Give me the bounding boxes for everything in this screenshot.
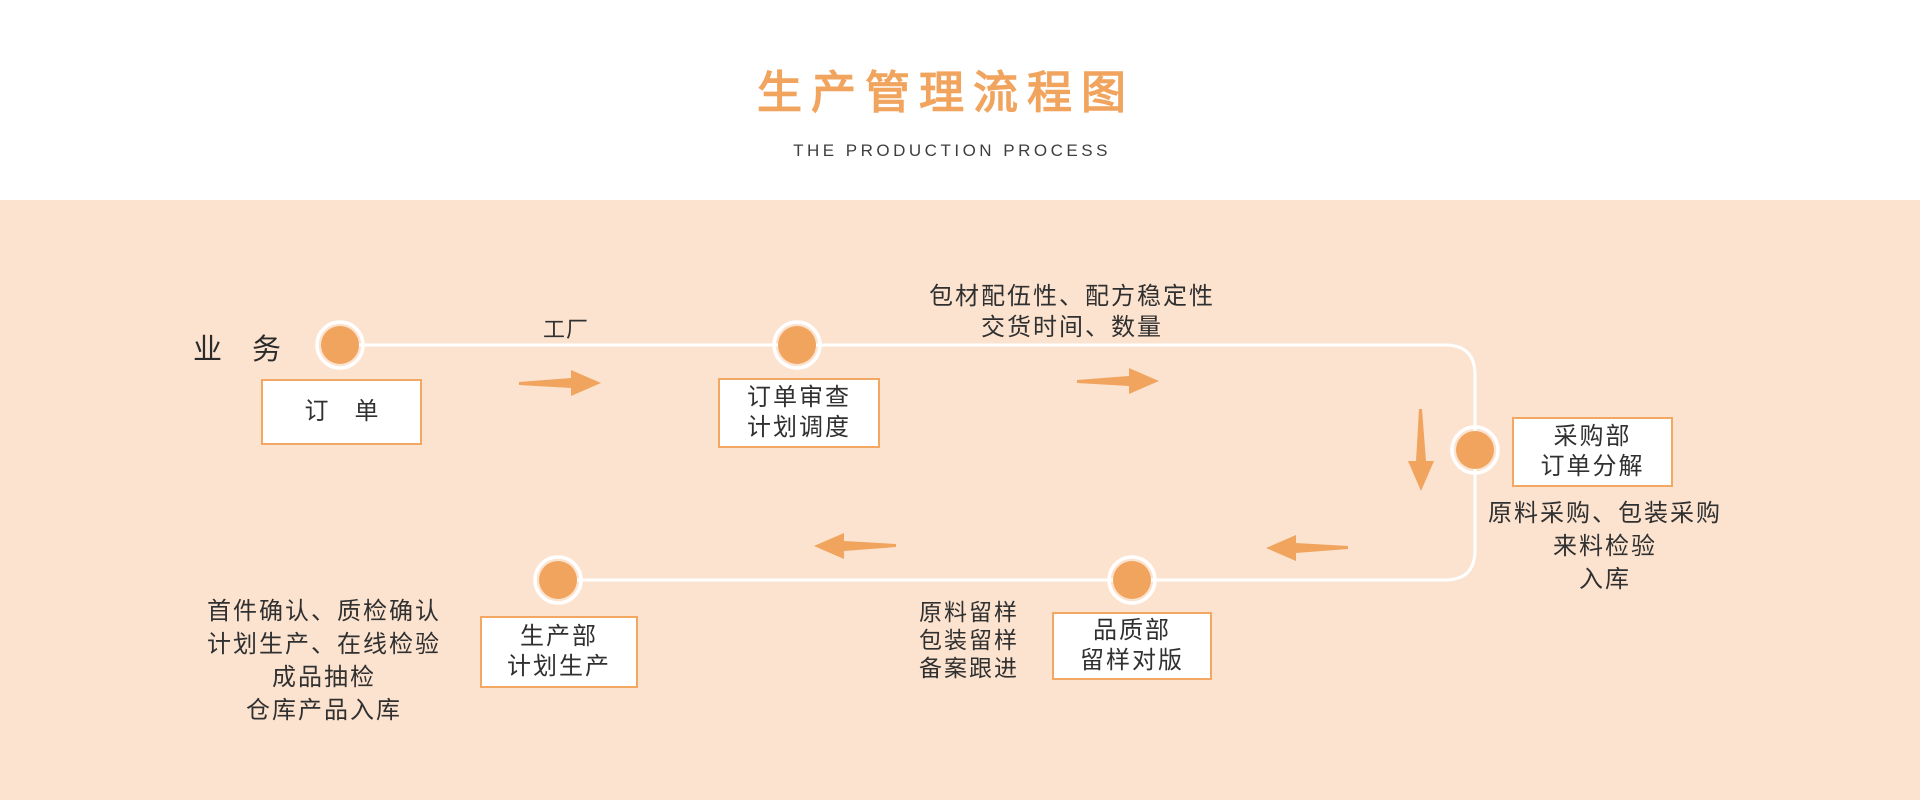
annotation-line: 交货时间、数量 — [981, 314, 1163, 341]
annotation-production-tasks: 首件确认、质检确认 计划生产、在线检验 成品抽检 仓库产品入库 — [164, 595, 484, 727]
flow-connector-graphic — [315, 320, 1500, 605]
node-dot-purchasing — [1450, 425, 1500, 475]
annotation-line: 备案跟进 — [919, 655, 1019, 681]
annotation-line: 首件确认、质检确认 — [207, 598, 441, 625]
arrow-left-icon-2 — [814, 533, 896, 559]
annotation-line: 成品抽检 — [272, 664, 376, 691]
box-label-line: 留样对版 — [1080, 647, 1184, 674]
annotation-line: 计划生产、在线检验 — [207, 631, 441, 658]
box-label-line: 计划生产 — [507, 653, 611, 680]
box-label-line: 订单 — [304, 398, 405, 425]
annotation-purchasing-tasks: 原料采购、包装采购 来料检验 入库 — [1455, 497, 1755, 596]
annotation-line: 入库 — [1579, 566, 1631, 593]
box-label-line: 品质部 — [1093, 617, 1171, 644]
flow-box-order: 订单 — [261, 379, 422, 445]
node-dot-order — [315, 320, 365, 370]
flow-box-production: 生产部 计划生产 — [480, 616, 638, 688]
flowchart-area: 业务 工厂 订单 订单审查 计划调度 采购部 订单分解 品质部 留样对版 生产部… — [0, 200, 1920, 800]
box-label-line: 订单分解 — [1540, 453, 1645, 480]
flow-box-purchasing: 采购部 订单分解 — [1512, 417, 1673, 487]
box-label-line: 采购部 — [1553, 423, 1632, 450]
annotation-line: 仓库产品入库 — [246, 697, 402, 724]
lane-label-business: 业务 — [193, 334, 312, 366]
page-subtitle: THE PRODUCTION PROCESS — [793, 141, 1111, 160]
label-factory: 工厂 — [542, 317, 589, 342]
annotation-review-criteria: 包材配伍性、配方稳定性 交货时间、数量 — [922, 281, 1222, 343]
annotation-line: 原料采购、包装采购 — [1488, 500, 1722, 527]
node-dot-production — [533, 555, 583, 605]
box-label-line: 生产部 — [520, 623, 598, 650]
page-title: 生产管理流程图 — [756, 67, 1135, 118]
flow-box-order-review: 订单审查 计划调度 — [718, 378, 880, 448]
node-dot-quality — [1107, 555, 1157, 605]
annotation-line: 来料检验 — [1553, 533, 1657, 560]
arrow-down-icon — [1408, 409, 1434, 491]
annotation-quality-tasks: 原料留样 包装留样 备案跟进 — [889, 598, 1049, 682]
arrow-right-icon-1 — [519, 370, 601, 396]
box-label-line: 订单审查 — [747, 384, 851, 411]
node-dot-order-review — [772, 320, 822, 370]
box-label-line: 计划调度 — [747, 414, 851, 441]
annotation-line: 包装留样 — [919, 627, 1019, 653]
annotation-line: 原料留样 — [919, 599, 1019, 625]
arrow-left-icon-1 — [1266, 535, 1348, 561]
arrow-right-icon-2 — [1077, 368, 1159, 394]
flow-box-quality: 品质部 留样对版 — [1052, 612, 1212, 680]
page-header: 生产管理流程图 THE PRODUCTION PROCESS — [0, 0, 1920, 200]
annotation-line: 包材配伍性、配方稳定性 — [929, 283, 1215, 310]
